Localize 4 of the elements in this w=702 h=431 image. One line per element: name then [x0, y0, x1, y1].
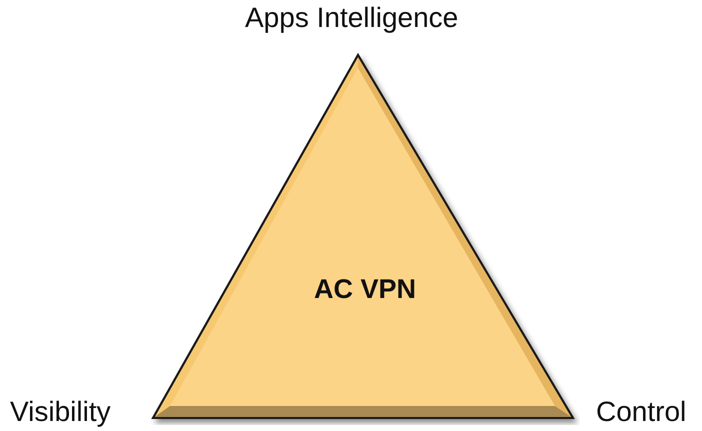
vertex-label: Control — [596, 396, 686, 428]
vertex-label: Apps Intelligence — [245, 2, 458, 34]
node-label: AC VPN — [312, 274, 417, 305]
vertex-label: Visibility — [10, 396, 111, 428]
